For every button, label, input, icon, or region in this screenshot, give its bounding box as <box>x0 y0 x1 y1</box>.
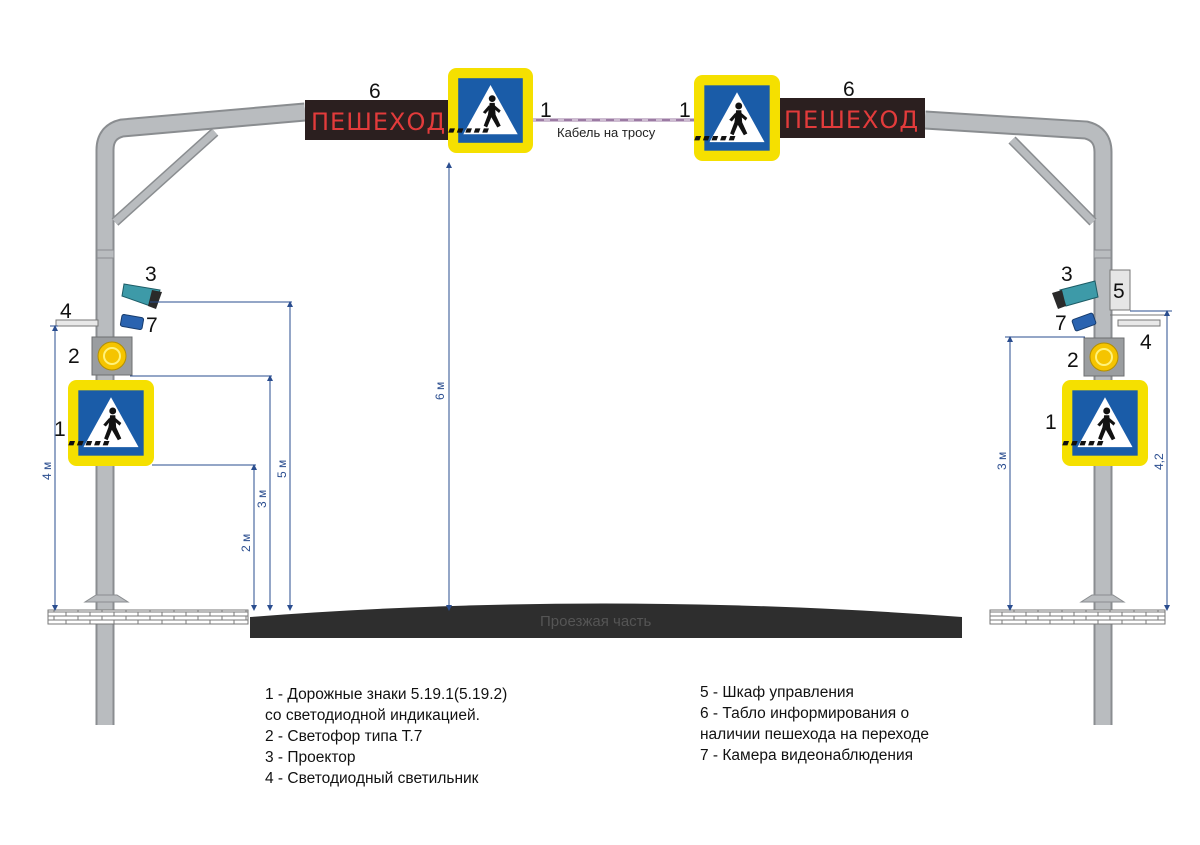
callout-6-left: 6 <box>369 80 381 103</box>
dim-2m: 2 м <box>239 534 253 552</box>
callout-2-right: 2 <box>1067 349 1079 372</box>
callout-1-top-left: 1 <box>540 99 552 122</box>
callout-1-top-right: 1 <box>679 99 691 122</box>
luminaire-left <box>55 319 99 327</box>
legend-right-item: 7 - Камера видеонаблюдения <box>700 747 914 764</box>
tablo-left: ПЕШЕХОД <box>305 100 450 140</box>
sign-top-right <box>694 75 780 161</box>
callout-1-right: 1 <box>1045 411 1057 434</box>
callout-7-left: 7 <box>146 314 158 337</box>
legend-right-item: 5 - Шкаф управления <box>700 684 854 701</box>
ground: Проезжая часть <box>47 603 1166 638</box>
tablo-right-text: ПЕШЕХОД <box>784 106 919 134</box>
callout-3-left: 3 <box>145 263 157 286</box>
control-cabinet <box>1109 269 1131 311</box>
callout-3-right: 3 <box>1061 263 1073 286</box>
callout-7-right: 7 <box>1055 312 1067 335</box>
dim-3m-right: 3 м <box>995 452 1009 470</box>
traffic-light-right <box>1083 337 1125 377</box>
legend-right-item: наличии пешехода на переходе <box>700 726 930 743</box>
legend-right: 5 - Шкаф управления 6 - Табло информиров… <box>700 682 929 766</box>
sign-left <box>68 380 154 466</box>
dim-4-2: 4,2 <box>1152 453 1166 470</box>
camera-left <box>119 313 145 331</box>
legend-left: 1 - Дорожные знаки 5.19.1(5.19.2) со све… <box>265 684 507 789</box>
dimension-labels: 6 м 5 м 3 м 2 м 4 м 3 м 4,2 <box>40 382 1166 552</box>
luminaire-right <box>1110 314 1168 327</box>
sign-right <box>1062 380 1148 466</box>
callout-6-right: 6 <box>843 78 855 101</box>
right-pole <box>924 110 1126 725</box>
sign-top-left <box>448 68 533 153</box>
traffic-light-left <box>91 336 133 376</box>
callouts: 6 1 1 6 3 4 7 2 1 3 5 7 4 2 1 <box>54 78 1152 441</box>
callout-1-left: 1 <box>54 418 66 441</box>
tablo-left-text: ПЕШЕХОД <box>311 108 446 136</box>
dim-5m: 5 м <box>275 460 289 478</box>
legend-right-item: 6 - Табло информирования о <box>700 705 910 722</box>
legend-left-item: со светодиодной индикацией. <box>265 707 480 724</box>
projector-right <box>1052 280 1099 309</box>
legend-left-item: 2 - Светофор типа Т.7 <box>265 728 423 745</box>
cable-label: Кабель на тросу <box>557 125 656 140</box>
projector-left <box>121 283 162 309</box>
dim-3m-left: 3 м <box>255 490 269 508</box>
callout-4-right: 4 <box>1140 331 1152 354</box>
tablo-right: ПЕШЕХОД <box>778 98 925 138</box>
road-label: Проезжая часть <box>540 613 652 630</box>
cable: Кабель на тросу <box>530 118 698 140</box>
dim-6m: 6 м <box>433 382 447 400</box>
left-pole <box>83 102 306 725</box>
legend-left-item: 4 - Светодиодный светильник <box>265 770 479 787</box>
callout-2-left: 2 <box>68 345 80 368</box>
callout-5: 5 <box>1113 280 1125 303</box>
legend-left-item: 1 - Дорожные знаки 5.19.1(5.19.2) <box>265 686 508 703</box>
legend-left-item: 3 - Проектор <box>265 749 356 766</box>
dim-4m: 4 м <box>40 462 54 480</box>
camera-right <box>1071 312 1097 332</box>
dimensions <box>50 162 1172 611</box>
callout-4-left: 4 <box>60 300 72 323</box>
